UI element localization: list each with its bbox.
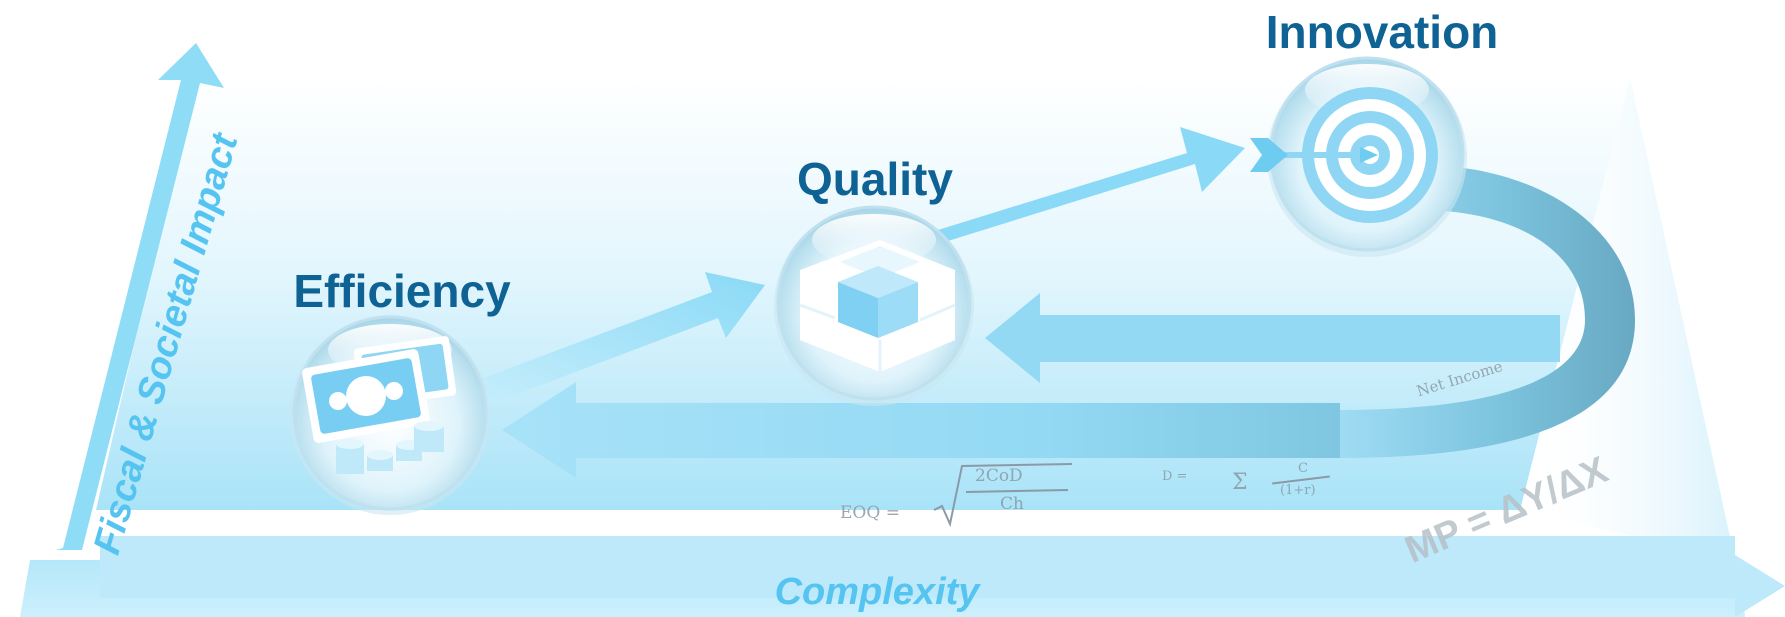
x-axis-label: Complexity <box>774 571 980 613</box>
progress-arrow-efficiency-to-quality <box>462 272 765 412</box>
quality-bubble <box>774 205 974 406</box>
progress-arrow-quality-to-innovation <box>925 127 1245 245</box>
return-arrow-to-quality <box>985 293 1560 383</box>
x-axis-arrow <box>100 536 1785 617</box>
eoq-numerator: 2CoD <box>975 466 1023 486</box>
feedback-loop-curve <box>1340 165 1635 458</box>
eoq-formula-lhs: EOQ = <box>840 503 900 523</box>
eoq-radical <box>933 463 1073 528</box>
money-coins-icon <box>302 336 457 474</box>
y-axis-arrow <box>56 43 224 550</box>
stage-label-efficiency: Efficiency <box>293 265 511 317</box>
npv-formula-lhs: D = <box>1162 469 1188 484</box>
target-arrow-icon <box>1250 87 1438 223</box>
stage-label-quality: Quality <box>797 153 953 205</box>
eoq-denominator: Ch <box>1000 494 1024 514</box>
npv-numerator: C <box>1298 461 1308 476</box>
efficiency-bubble <box>290 315 490 515</box>
innovation-bubble <box>1250 56 1467 257</box>
return-arrow-to-efficiency <box>502 382 1340 478</box>
stage-label-innovation: Innovation <box>1265 6 1499 58</box>
cube-blocks-icon <box>799 240 956 372</box>
npv-denominator: (1+r) <box>1280 483 1316 498</box>
npv-sigma: Σ <box>1232 470 1248 495</box>
